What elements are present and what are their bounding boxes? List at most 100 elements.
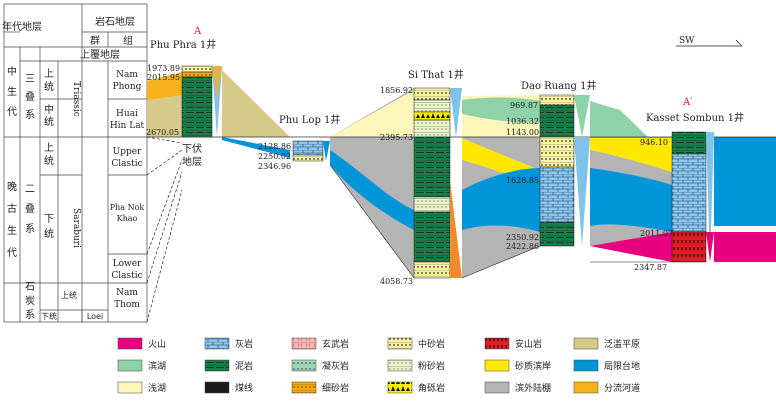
- legend-item-andesite: 安山岩: [484, 337, 542, 350]
- legend-label-volcanic: 火山: [148, 339, 166, 350]
- svg-text:SW: SW: [679, 36, 695, 46]
- depth-2250: 2250.02: [258, 152, 291, 161]
- system-permian: 二叠系: [25, 184, 35, 235]
- facies-volcanic: [590, 232, 672, 262]
- well-kasset-sombun: [671, 131, 714, 263]
- legend-item-basalt: 玄武岩: [291, 337, 349, 350]
- legend-swatch-siltstone: [387, 359, 413, 372]
- underlying-line1: 下伏: [182, 142, 202, 155]
- header-formation: 组: [123, 34, 133, 47]
- legend-swatch-shorelake: [117, 359, 143, 372]
- triassic-group-label: Triassic: [71, 81, 81, 117]
- depth-1628: 1628.85: [506, 176, 539, 185]
- facies-shore-lake-east: [590, 101, 648, 137]
- legend-label-channel: 分流河道: [604, 382, 640, 394]
- legend-item-tuff: 凝灰岩: [291, 359, 349, 372]
- legend-item-shallowlake: 浅湖: [117, 381, 166, 394]
- well-title-phu-lop: Phu Lop 1井: [279, 113, 340, 126]
- depth-1856: 1856.92: [380, 86, 413, 95]
- facies-volcanic-east: [714, 232, 776, 262]
- facies-platform-sithat: [330, 150, 414, 230]
- upper-clastic-line2: Clastic: [111, 159, 142, 169]
- depth-2011: 2011.07: [640, 229, 673, 238]
- header-group: 群: [90, 34, 100, 47]
- legend-item-floodplain: 泛滥平原: [573, 337, 640, 350]
- underlying-line2: 地层: [182, 155, 202, 168]
- legend-swatch-msand: [387, 337, 413, 350]
- nam-phong-line2: Phong: [113, 82, 142, 92]
- legend-item-offshore: 滨外陆棚: [484, 381, 551, 394]
- legend-item-shorelake: 滨湖: [117, 359, 166, 372]
- upper-clastic-line1: Upper: [113, 147, 142, 157]
- legend-label-breccia: 角砾岩: [418, 382, 445, 394]
- saraburi-group-label: Saraburi: [71, 208, 81, 248]
- lower-clastic-line2: Clastic: [111, 271, 142, 281]
- well-si-that: [413, 87, 462, 279]
- nam-phong-line1: Nam: [116, 70, 138, 80]
- legend-item-volcanic: 火山: [117, 337, 166, 350]
- facies-platform-far-east: [714, 137, 776, 226]
- legend-swatch-offshore: [484, 381, 510, 394]
- legend-swatch-shallowlake: [117, 381, 143, 394]
- legend-label-tuff: 凝灰岩: [322, 360, 349, 372]
- legend-item-msand: 中砂岩: [387, 337, 445, 350]
- well-title-phu-phra: Phu Phra 1井: [150, 38, 216, 51]
- depth-1036: 1036.32: [506, 117, 539, 126]
- depth-1973: 1973.89: [147, 64, 180, 73]
- huai-line1: Huai: [116, 109, 138, 119]
- era-late-paleozoic: 晚古生代: [7, 181, 17, 259]
- legend-label-shallowlake: 浅湖: [148, 382, 166, 394]
- legend-swatch-channel: [573, 381, 599, 394]
- legend-swatch-andesite: [484, 337, 510, 350]
- well-dao-ruang: [539, 94, 590, 247]
- direction-indicator: SW: [676, 36, 743, 47]
- stratigraphic-column-table: 年代地层 岩石地层 群 组 上覆地层 中生代 三叠系 晚古生代 二叠系 石炭系 …: [2, 3, 148, 323]
- depth-2015: 2015.95: [147, 73, 180, 82]
- header-chrono: 年代地层: [2, 20, 42, 33]
- pha-nok-line2: Khao: [117, 214, 138, 223]
- facies-shore-lake: [462, 97, 540, 123]
- legend-swatch-tuff: [291, 359, 317, 372]
- facies-platform-center: [462, 168, 540, 232]
- lower-clastic-line1: Lower: [113, 259, 142, 269]
- depth-2350: 2350.92: [506, 233, 539, 242]
- facies-shallow-lake-west: [330, 90, 414, 137]
- well-title-si-that: Si That 1井: [408, 68, 464, 81]
- legend-swatch-mudstone: [204, 359, 230, 372]
- legend-swatch-limestone: [204, 337, 230, 350]
- depth-labels: 1973.89 2015.95 2670.05 2128.86 2250.02 …: [146, 64, 673, 286]
- legend-swatch-sandshore: [484, 359, 510, 372]
- well-title-dao-ruang: Dao Ruang 1井: [521, 79, 597, 92]
- section-start-label: A: [193, 26, 202, 37]
- depth-4058: 4058.73: [380, 277, 413, 286]
- legend-swatch-volcanic: [117, 337, 143, 350]
- legend-swatch-breccia: [387, 381, 413, 394]
- legend-item-siltstone: 粉砂岩: [387, 359, 445, 372]
- legend-item-platform: 局限台地: [573, 359, 640, 372]
- huai-line2: Hin Lat: [110, 121, 145, 131]
- series-upper-triassic: 上统: [44, 68, 54, 93]
- legend-swatch-basalt: [291, 337, 317, 350]
- legend-label-basalt: 玄武岩: [322, 338, 349, 350]
- legend-item-sandshore: 砂质滨岸: [484, 359, 551, 372]
- legend-swatch-floodplain: [573, 337, 599, 350]
- legend-label-sandshore: 砂质滨岸: [515, 360, 551, 372]
- legend-label-shorelake: 滨湖: [148, 360, 166, 372]
- well-phu-phra: [181, 65, 222, 138]
- legend-item-coal: 煤线: [204, 381, 253, 394]
- depth-969: 969.87: [510, 101, 538, 110]
- legend-label-mudstone: 泥岩: [235, 360, 253, 372]
- depth-946: 946.10: [640, 138, 668, 147]
- nam-thom-line1: Nam: [116, 288, 138, 298]
- depth-2422: 2422.86: [506, 242, 539, 251]
- legend-label-offshore: 滨外陆棚: [515, 382, 551, 394]
- legend: 火山灰岩玄武岩中砂岩安山岩泛滥平原滨湖泥岩凝灰岩粉砂岩砂质滨岸局限台地浅湖煤线细…: [117, 337, 640, 394]
- loei-group: Loei: [87, 312, 103, 321]
- legend-label-andesite: 安山岩: [515, 338, 542, 350]
- legend-swatch-coal: [204, 381, 230, 394]
- section-end-label: A′: [682, 97, 693, 108]
- carb-lower-series: 下统: [41, 311, 57, 321]
- era-mesozoic: 中生代: [7, 65, 17, 118]
- legend-item-mudstone: 泥岩: [204, 359, 253, 372]
